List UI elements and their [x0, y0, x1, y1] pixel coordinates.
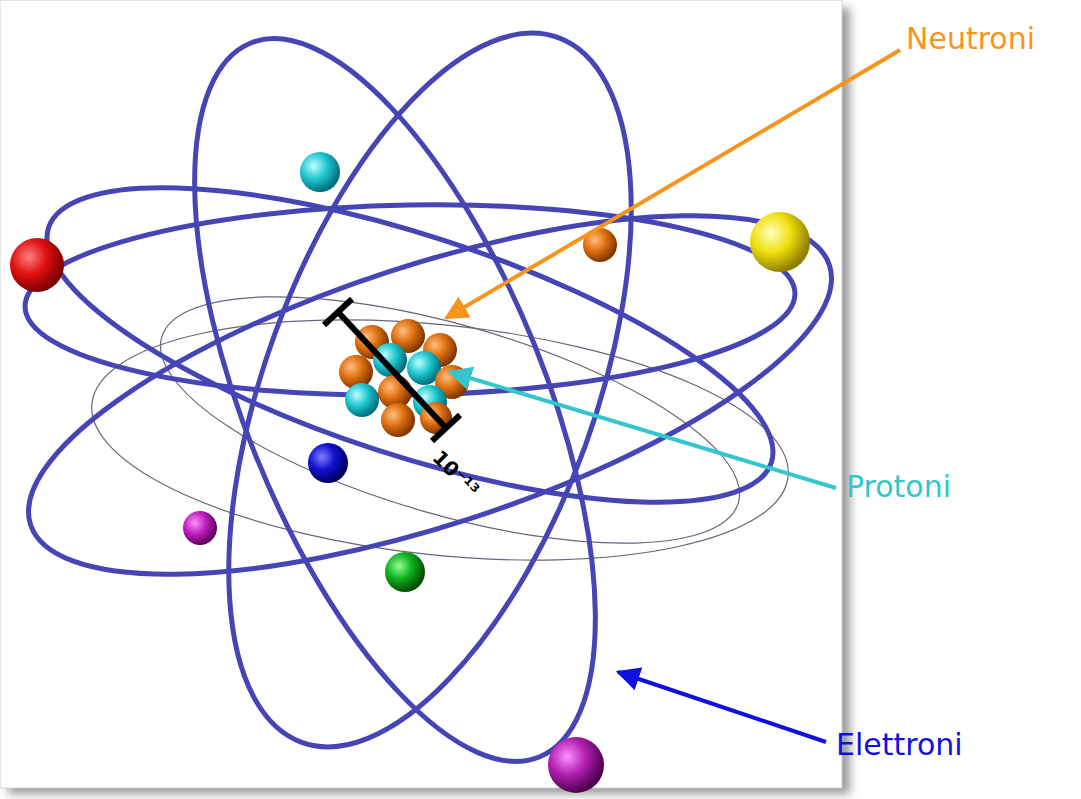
scale-bar: [324, 299, 460, 441]
leader-line: [446, 50, 900, 318]
part-label: Protoni: [846, 470, 951, 503]
leader-line: [450, 372, 836, 488]
electron-orbits: [0, 0, 870, 799]
dimension-label: 10⁻¹³: [428, 446, 483, 501]
leader-line: [618, 672, 826, 742]
part-label: Elettroni: [836, 728, 963, 761]
part-label: Neutroni: [906, 22, 1035, 55]
